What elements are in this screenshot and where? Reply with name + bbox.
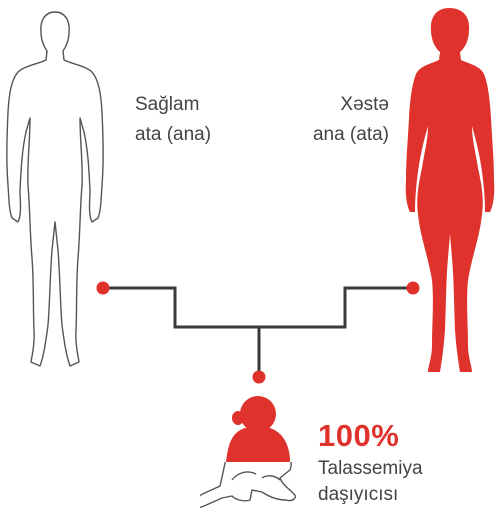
child-status-line1: Talassemiya — [318, 456, 423, 482]
healthy-parent-figure — [7, 12, 103, 366]
affected-parent-figure — [406, 8, 495, 372]
carrier-percentage: 100% — [318, 418, 399, 454]
right-connection-dot — [407, 282, 420, 295]
affected-parent-label: Xəstə ana (ata) — [313, 90, 389, 150]
affected-parent-label-line2: ana (ata) — [313, 120, 389, 150]
left-connection-dot — [97, 282, 110, 295]
child-figure — [193, 396, 296, 507]
affected-parent-label-line1: Xəstə — [313, 90, 389, 120]
child-status-line2: daşıyıcısı — [318, 482, 423, 508]
healthy-parent-label-line1: Sağlam — [135, 90, 211, 120]
inheritance-connector — [103, 288, 413, 377]
healthy-parent-label-line2: ata (ana) — [135, 120, 211, 150]
child-status-label: Talassemiya daşıyıcısı — [318, 456, 423, 508]
child-connection-dot — [253, 371, 266, 384]
healthy-parent-label: Sağlam ata (ana) — [135, 90, 211, 150]
